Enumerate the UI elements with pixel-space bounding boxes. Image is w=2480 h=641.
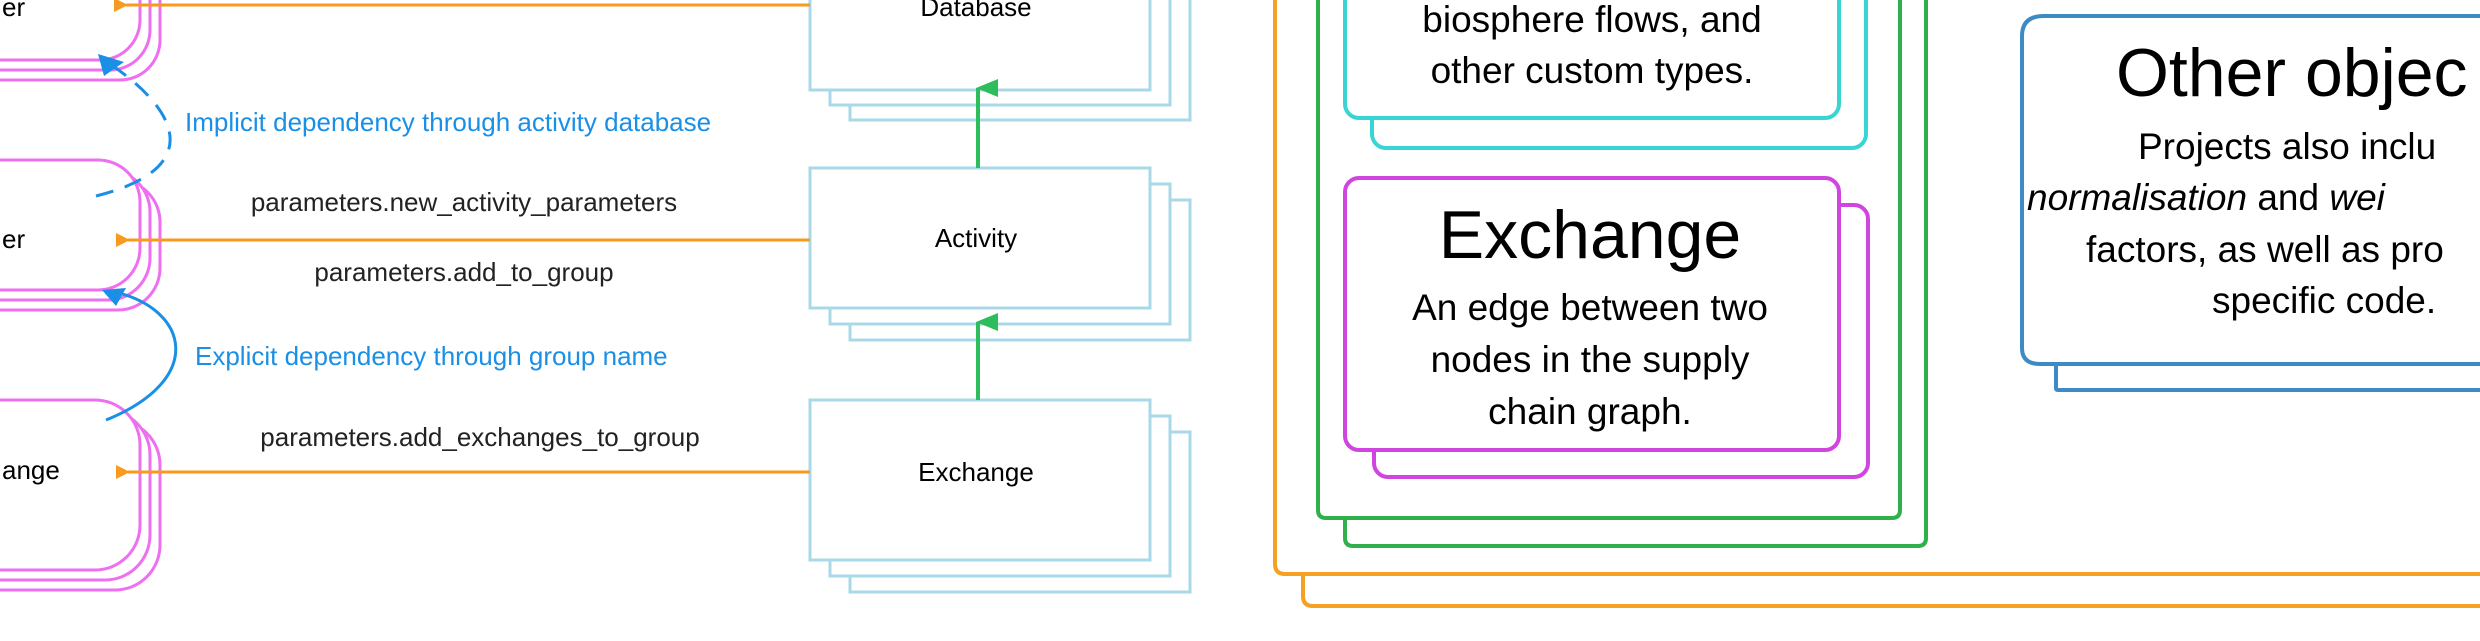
- other-objects-box: Other objec Projects also inclu normalis…: [2020, 14, 2480, 392]
- new-activity-parameters-label: parameters.new_activity_parameters: [251, 187, 677, 217]
- exchange-box-title: Exchange: [1439, 197, 1741, 273]
- other-objects-line3: factors, as well as pro: [2086, 229, 2444, 270]
- other-objects-line2-mid: and: [2247, 177, 2329, 218]
- param-node-top: er: [0, 0, 162, 82]
- other-objects-line1: Projects also inclu: [2138, 126, 2436, 167]
- exchange-box-line2: nodes in the supply: [1431, 339, 1750, 380]
- param-node-bottom-label: ange: [2, 455, 60, 485]
- param-node-top-label: er: [2, 0, 25, 22]
- exchange-box-line3: chain graph.: [1488, 391, 1692, 432]
- activity-label: Activity: [935, 223, 1017, 253]
- flows-box-line1: biosphere flows, and: [1422, 0, 1761, 40]
- other-objects-line2-italic1: normalisation: [2027, 177, 2247, 218]
- other-objects-title: Other objec: [2116, 35, 2468, 111]
- exchange-label: Exchange: [918, 457, 1034, 487]
- implicit-dependency-label: Implicit dependency through activity dat…: [185, 107, 711, 137]
- stack-node-database: Database: [808, 0, 1192, 122]
- flows-box: biosphere flows, and other custom types.: [1343, 0, 1868, 150]
- add-to-group-label: parameters.add_to_group: [314, 257, 613, 287]
- exchange-box: Exchange An edge between two nodes in th…: [1343, 176, 1870, 479]
- explicit-dependency-arrow: [105, 290, 178, 422]
- implicit-dependency-arrowhead: [98, 54, 124, 76]
- exchange-box-line1: An edge between two: [1412, 287, 1768, 328]
- other-objects-line4: specific code.: [2212, 280, 2436, 321]
- implicit-dependency-arrow: [95, 62, 172, 198]
- stack-node-activity: Activity: [808, 166, 1192, 342]
- database-label: Database: [920, 0, 1031, 22]
- stack-node-exchange: Exchange: [808, 398, 1192, 594]
- explicit-dependency-arrowhead: [102, 288, 126, 306]
- flows-box-line2: other custom types.: [1431, 50, 1754, 91]
- param-node-bottom: ange: [0, 398, 162, 592]
- explicit-dependency-label: Explicit dependency through group name: [195, 341, 668, 371]
- add-exchanges-to-group-label: parameters.add_exchanges_to_group: [260, 422, 699, 452]
- other-objects-line2: normalisation and wei: [2027, 177, 2387, 218]
- other-objects-line2-italic2: wei: [2329, 177, 2386, 218]
- param-node-middle-label: er: [2, 224, 25, 254]
